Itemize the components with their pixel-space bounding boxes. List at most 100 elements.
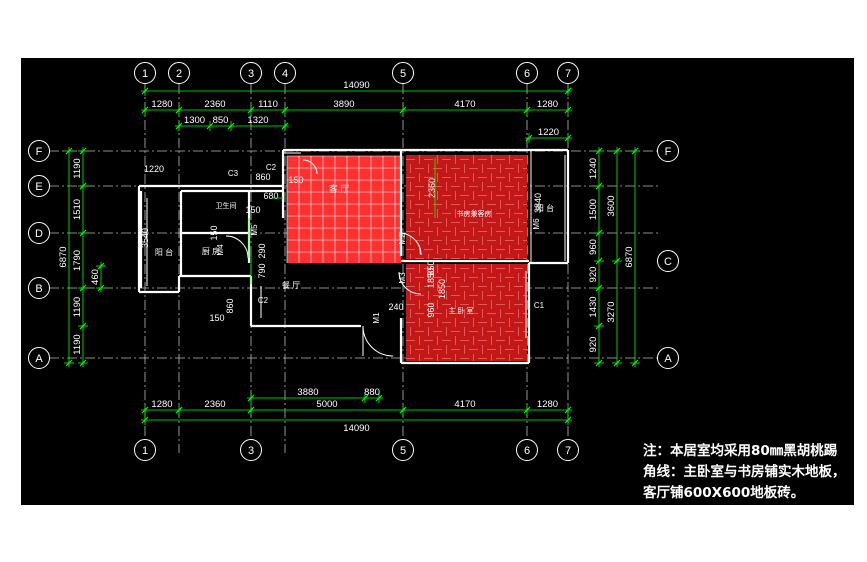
dim-bottom-row1-tick bbox=[523, 406, 531, 414]
dim-bottom-row2-tick bbox=[361, 394, 369, 402]
dim-right-total-tick bbox=[631, 359, 639, 367]
dim-left-row1-label: 1510 bbox=[72, 199, 83, 220]
axis-bubble-bottom-5-text: 5 bbox=[400, 445, 406, 457]
door-arc bbox=[362, 325, 394, 357]
dim-bottom-row2-label: 3880 bbox=[297, 387, 318, 398]
axis-bubble-top-5-text: 5 bbox=[400, 68, 406, 80]
axis-bubble-bottom-3-text: 3 bbox=[248, 445, 254, 457]
dim-inner-label: 240 bbox=[388, 302, 403, 312]
dim-inner-label: 3540 bbox=[140, 228, 150, 248]
axis-bubble-top-4-text: 4 bbox=[282, 68, 288, 80]
axis-bubble-top-7-circle bbox=[557, 62, 579, 84]
opening-code-label: M4 bbox=[216, 244, 225, 256]
dim-top-row1-tick bbox=[399, 106, 407, 114]
walls bbox=[137, 148, 570, 365]
dim-left-row1-tick bbox=[79, 359, 87, 367]
opening-code-label: M1 bbox=[372, 312, 381, 324]
axis-bubble-bottom-6-text: 6 bbox=[524, 445, 530, 457]
dim-right-row1-label: 1430 bbox=[588, 296, 599, 317]
dim-inner-label: 1220 bbox=[144, 164, 164, 174]
axis-bubble-bottom-6-circle bbox=[516, 439, 538, 461]
dim-left-row1-tick bbox=[79, 284, 87, 292]
dim-left-sub-tick bbox=[97, 284, 105, 292]
dim-right-row1-tick bbox=[595, 322, 603, 330]
dim-left-row1-label: 1190 bbox=[72, 297, 83, 317]
axis-bubble-top-3-text: 3 bbox=[248, 68, 254, 80]
dim-top-row1-tick bbox=[141, 106, 149, 114]
dim-top-total-tick bbox=[141, 87, 149, 95]
dim-top-row1-label: 2360 bbox=[204, 99, 225, 110]
dim-top-row1-tick bbox=[281, 106, 289, 114]
axis-bubble-top-6-circle bbox=[516, 62, 538, 84]
opening-code-label: C1 bbox=[534, 301, 545, 310]
dim-bottom-row2-label: 880 bbox=[364, 387, 380, 398]
dim-top-row2-tick bbox=[227, 122, 235, 130]
dim-inner-label: 290 bbox=[257, 243, 267, 258]
dim-right-row1-tick bbox=[595, 229, 603, 237]
dim-inner-label: 1850 bbox=[426, 268, 436, 288]
axis-bubble-bottom-3-circle bbox=[240, 439, 262, 461]
dim-right-row1-tick bbox=[595, 182, 603, 190]
dim-inner-label: 960 bbox=[426, 302, 436, 317]
dim-right-row2-tick bbox=[613, 147, 621, 155]
axis-bubble-bottom-1-text: 1 bbox=[142, 445, 148, 457]
opening-code-label: M2 bbox=[398, 233, 407, 245]
dim-top-row2-label: 1300 bbox=[184, 115, 205, 126]
dim-right-row2-tick bbox=[613, 257, 621, 265]
dim-inner-label: 3840 bbox=[533, 193, 543, 213]
dim-left-row1-label: 1790 bbox=[72, 250, 83, 271]
axis-bubble-top-2-circle bbox=[168, 62, 190, 84]
dim-top-row2-label: 1320 bbox=[247, 115, 268, 126]
note-line-2: 角线：主卧室与书房铺实木地板， bbox=[643, 464, 846, 480]
dim-bottom-row2-tick bbox=[375, 394, 383, 402]
opening-code-label: C2 bbox=[258, 296, 269, 305]
dim-right-total-label: 6870 bbox=[624, 246, 635, 267]
axis-bubble-bottom-1-circle bbox=[134, 439, 156, 461]
axis-bubble-left-A-circle bbox=[28, 347, 50, 369]
note-line-1: 注：本居室均采用80㎜黑胡桃踢 bbox=[643, 443, 838, 459]
opening-code-label: M6 bbox=[532, 218, 541, 230]
dim-top-row1-label: 3890 bbox=[333, 99, 354, 110]
dim-top-row2-tick bbox=[281, 122, 289, 130]
door-arc bbox=[398, 232, 422, 256]
axis-bubble-bottom-5-circle bbox=[392, 439, 414, 461]
dim-inner-label: 790 bbox=[257, 263, 267, 278]
dim-bottom-total-label: 14090 bbox=[343, 423, 369, 434]
dim-right-row2-tick bbox=[613, 359, 621, 367]
axis-bubble-top-4-circle bbox=[274, 62, 296, 84]
dim-bottom-row1-tick bbox=[399, 406, 407, 414]
dim-right-row1-tick bbox=[595, 284, 603, 292]
dim-right-row1-label: 1240 bbox=[588, 158, 599, 179]
door-arc bbox=[302, 159, 318, 175]
axis-bubble-right-C-text: C bbox=[664, 256, 672, 268]
axis-bubble-bottom-7-text: 7 bbox=[565, 445, 571, 457]
room-label-study: 书房兼客房 bbox=[457, 209, 492, 218]
dim-top-row1-tick bbox=[564, 106, 572, 114]
dim-right-row1-tick bbox=[595, 147, 603, 155]
dim-right-row1-label: 1500 bbox=[588, 199, 599, 220]
dim-right-row1-label: 920 bbox=[588, 267, 599, 283]
axis-bubble-right-C-circle bbox=[657, 250, 679, 272]
dim-inner-label: 860 bbox=[255, 172, 270, 182]
opening-code-label: M3 bbox=[398, 272, 407, 284]
dim-bottom-row1-label: 5000 bbox=[316, 399, 337, 410]
dim-top-row2-label: 850 bbox=[213, 115, 229, 126]
dim-left-total-tick bbox=[65, 359, 73, 367]
room-label-kitchen: 厨 房 bbox=[202, 246, 220, 256]
axis-bubble-left-E-text: E bbox=[35, 181, 42, 193]
dim-left-row1-label: 1190 bbox=[72, 334, 83, 354]
dim-bottom-total-tick bbox=[141, 416, 149, 424]
dim-top-total-label: 14090 bbox=[343, 80, 369, 91]
room-label-bath: 卫生间 bbox=[216, 201, 237, 210]
dim-bottom-row1-tick bbox=[175, 406, 183, 414]
note-line-3: 客厅铺600X600地板砖。 bbox=[643, 485, 805, 501]
dim-top-row1-label: 1280 bbox=[151, 99, 172, 110]
dim-right-row1-tick bbox=[595, 257, 603, 265]
dim-top-row2-tick bbox=[206, 122, 214, 130]
dim-left-sub-tick bbox=[97, 262, 105, 270]
dim-inner-label: 850 bbox=[426, 260, 436, 275]
